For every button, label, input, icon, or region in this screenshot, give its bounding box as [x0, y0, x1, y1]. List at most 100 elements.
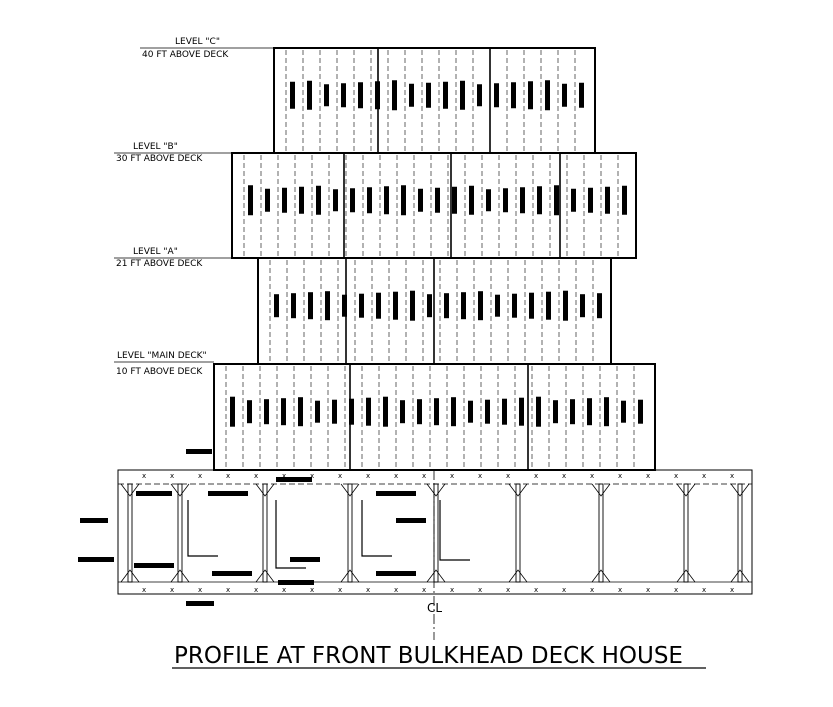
frame-bracket — [170, 483, 190, 497]
weld-mark: x — [338, 586, 342, 594]
stiffener-section — [400, 400, 405, 424]
stiffener-section — [409, 83, 414, 107]
callout-tag — [290, 557, 320, 562]
stiffener-section — [350, 188, 355, 213]
weld-mark: x — [534, 472, 538, 480]
callout-tag — [78, 557, 114, 562]
weld-mark: x — [478, 472, 482, 480]
stiffener-section — [546, 291, 551, 320]
stiffener-section — [536, 396, 541, 427]
level-c-name: LEVEL "C" — [175, 37, 220, 47]
drawing-title: PROFILE AT FRONT BULKHEAD DECK HOUSE — [174, 643, 683, 669]
weld-mark: x — [562, 586, 566, 594]
weld-mark: x — [702, 472, 706, 480]
weld-mark: x — [142, 472, 146, 480]
stiffener-section — [384, 186, 389, 215]
tier-level-b — [231, 152, 637, 259]
level-c-height: 40 FT ABOVE DECK — [142, 50, 229, 60]
stiffener-section — [621, 400, 626, 423]
stiffener-section — [460, 80, 465, 110]
deck-house-tiers — [213, 47, 656, 471]
stiffener-section — [367, 187, 372, 214]
lower-hull-frame: xxxxxxxxxxxxxxxxxxxxxxxxxxxxxxxxxxxxxxxx… — [78, 449, 753, 606]
callout-tag — [134, 563, 174, 568]
stiffener-section — [230, 396, 235, 427]
web-frame — [127, 483, 133, 583]
stiffener-section — [392, 80, 397, 111]
weld-mark: x — [506, 586, 510, 594]
stiffener-section — [622, 185, 627, 215]
frame-bracket — [730, 483, 750, 497]
weld-mark: x — [534, 586, 538, 594]
stiffener-section — [282, 187, 287, 213]
weld-mark: x — [590, 472, 594, 480]
stiffener-section — [485, 399, 490, 424]
stiffener-section — [451, 397, 456, 427]
stiffener-section — [494, 83, 499, 108]
stiffener-section — [545, 80, 550, 111]
stiffener-section — [393, 291, 398, 320]
frame-bracket — [508, 569, 528, 583]
callout-tag — [208, 491, 248, 496]
stiffener-section — [443, 81, 448, 109]
stiffener-section — [298, 397, 303, 427]
stiffener-section — [308, 292, 313, 320]
frame-bracket — [508, 483, 528, 497]
inner-bulkhead — [187, 500, 218, 557]
stiffener-section — [519, 397, 524, 426]
weld-mark: x — [478, 586, 482, 594]
web-frame — [433, 483, 439, 583]
callout-tag — [136, 491, 172, 496]
callout-tag — [376, 491, 416, 496]
weld-mark: x — [282, 586, 286, 594]
weld-mark: x — [310, 472, 314, 480]
weld-mark: x — [618, 472, 622, 480]
stiffener-section — [469, 185, 474, 215]
stiffener-section — [605, 186, 610, 214]
frame-bracket — [676, 569, 696, 583]
stiffener-section — [571, 188, 576, 212]
stiffener-section — [291, 293, 296, 319]
stiffener-section — [486, 189, 491, 212]
frame-bracket — [170, 569, 190, 583]
weld-mark: x — [170, 472, 174, 480]
stiffener-section — [401, 185, 406, 216]
callout-tag — [376, 571, 416, 576]
level-a-height: 21 FT ABOVE DECK — [116, 259, 203, 269]
stiffener-section — [563, 290, 568, 321]
stiffener-section — [452, 186, 457, 214]
stiffener-section — [417, 399, 422, 425]
stiffener-section — [444, 293, 449, 319]
stiffener-section — [562, 83, 567, 107]
web-frame — [262, 483, 268, 583]
hull-outline — [117, 469, 753, 595]
stiffener-section — [410, 290, 415, 321]
weld-mark: x — [170, 586, 174, 594]
stiffener-section — [349, 398, 354, 425]
web-frame — [177, 483, 183, 583]
stiffener-section — [358, 82, 363, 109]
stiffener-section — [418, 188, 423, 212]
callout-tag — [212, 571, 252, 576]
callout-tag — [80, 518, 108, 523]
weld-mark: x — [730, 586, 734, 594]
stiffener-section — [638, 399, 643, 424]
weld-mark: x — [646, 586, 650, 594]
weld-mark: x — [198, 472, 202, 480]
web-frame — [598, 483, 604, 583]
stiffener-section — [587, 398, 592, 426]
stiffener-section — [553, 400, 558, 424]
web-frame — [347, 483, 353, 583]
weld-mark: x — [730, 472, 734, 480]
weld-mark: x — [394, 472, 398, 480]
tier-level-c — [273, 47, 596, 154]
inner-bulkhead — [361, 500, 392, 557]
callout-tag — [186, 449, 212, 454]
inner-bulkhead — [275, 500, 306, 569]
callout-tag — [186, 601, 214, 606]
level-labels: LEVEL "C" 40 FT ABOVE DECK LEVEL "B" 30 … — [116, 37, 229, 377]
level-a-name: LEVEL "A" — [133, 247, 178, 257]
stiffener-section — [588, 187, 593, 213]
stiffener-section — [604, 397, 609, 427]
web-frame — [515, 483, 521, 583]
